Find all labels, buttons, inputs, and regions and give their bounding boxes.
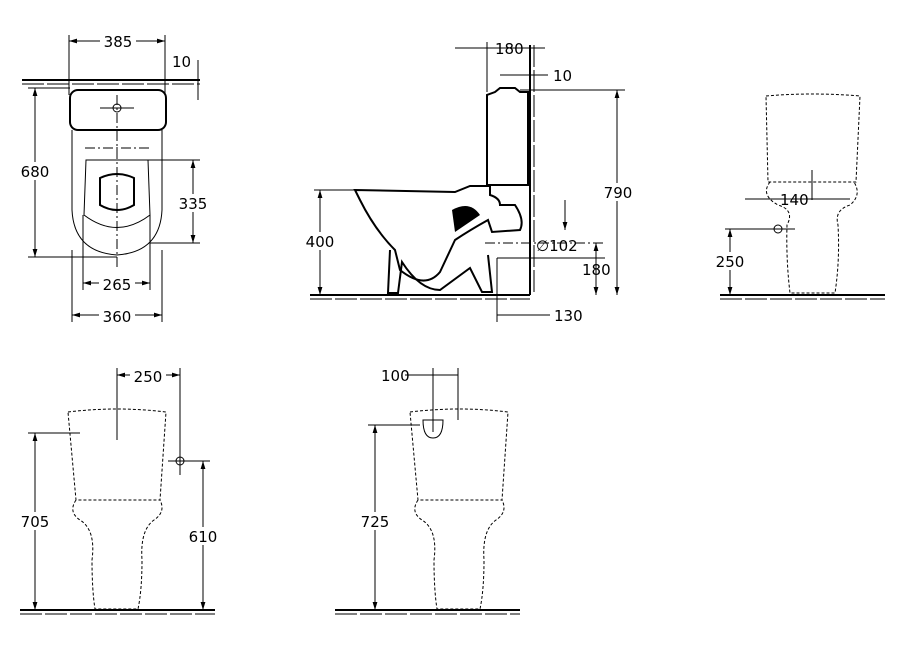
dim-400: 400 xyxy=(306,233,335,251)
dim-100: 100 xyxy=(381,367,410,385)
top-view: 385 10 680 335 265 360 xyxy=(18,32,210,326)
dim-130: 130 xyxy=(554,307,583,325)
dim-335: 335 xyxy=(179,195,208,213)
dim-705: 705 xyxy=(21,513,50,531)
dim-790: 790 xyxy=(604,184,633,202)
flush-valve-icon xyxy=(422,419,444,439)
side-view: 180 10 790 400 ∅102 180 130 xyxy=(303,40,634,325)
front-view-middle: 100 725 xyxy=(335,367,520,615)
tank-outline xyxy=(69,89,167,131)
dim-250-left: 250 xyxy=(134,368,163,386)
dim-725: 725 xyxy=(361,513,390,531)
bowl-outline xyxy=(71,130,163,256)
dim-10-side: 10 xyxy=(553,67,572,85)
front-view-left: 250 705 610 xyxy=(18,367,220,615)
dim-180-outlet: 180 xyxy=(582,261,611,279)
dim-385: 385 xyxy=(104,33,133,51)
tank-profile xyxy=(486,87,529,186)
bowl-profile xyxy=(353,185,523,282)
dim-180-top: 180 xyxy=(495,40,524,58)
seat-opening xyxy=(99,173,135,211)
dim-250-right: 250 xyxy=(716,253,745,271)
dim-140: 140 xyxy=(780,191,809,209)
dim-265: 265 xyxy=(103,276,132,294)
dim-360: 360 xyxy=(103,308,132,326)
front-view-right: 140 250 xyxy=(713,93,885,300)
dim-10-top: 10 xyxy=(172,53,191,71)
dim-diameter-102: ∅102 xyxy=(536,237,578,255)
dim-610: 610 xyxy=(189,528,218,546)
dim-680: 680 xyxy=(21,163,50,181)
